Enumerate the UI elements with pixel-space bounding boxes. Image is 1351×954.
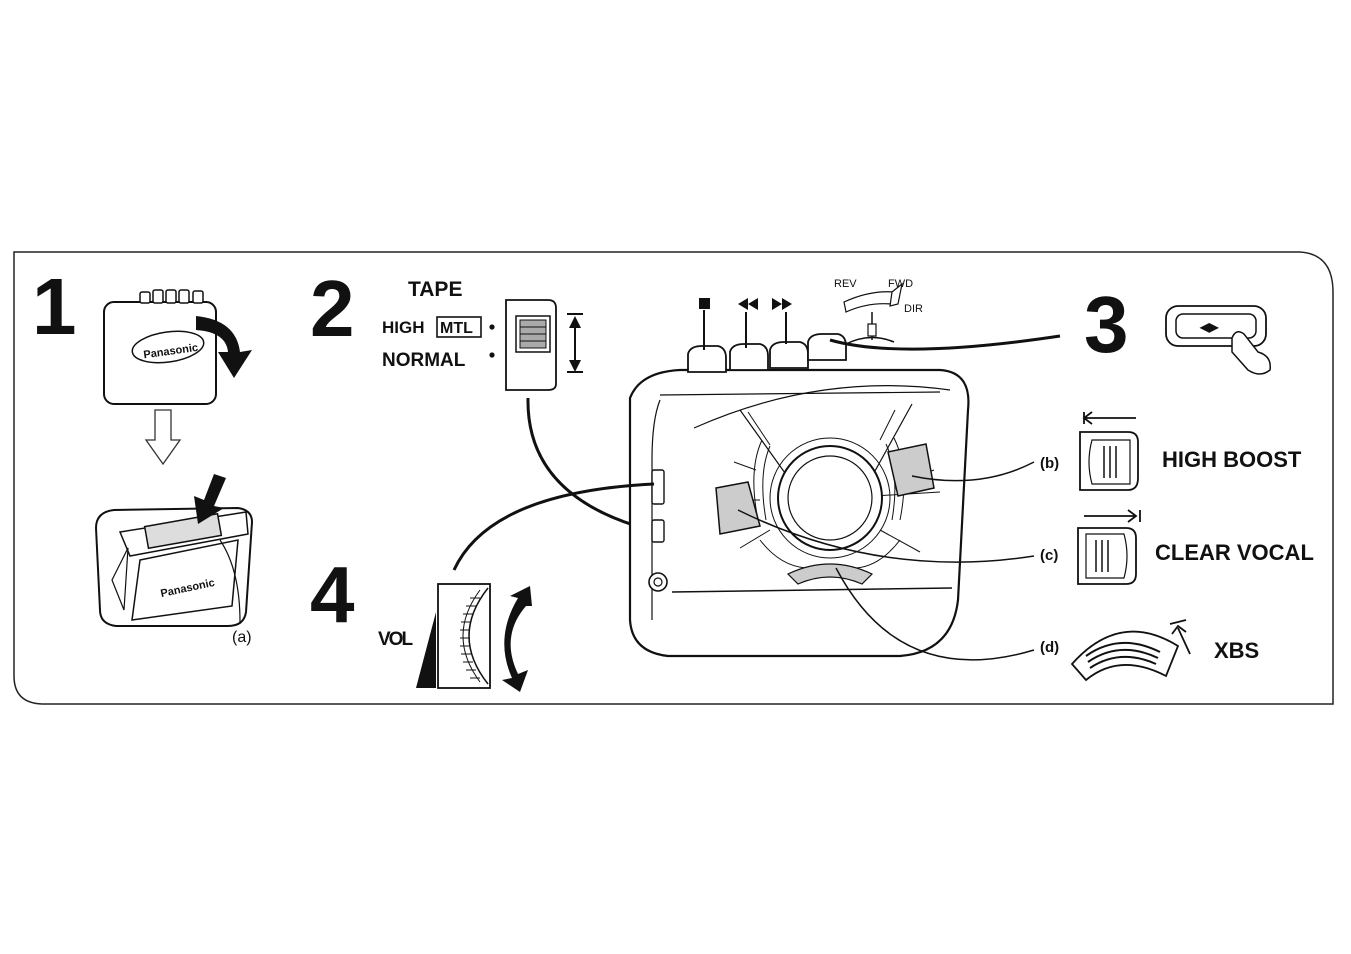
rev-label: REV: [834, 278, 857, 290]
normal-dot: [489, 352, 495, 358]
tape-normal-label: NORMAL: [382, 350, 466, 371]
xbs-leader-line: [835, 567, 1035, 661]
play-button-glyph: ◀▶: [1199, 320, 1219, 334]
play-key-leader-line: [829, 334, 1061, 351]
tape-title: TAPE: [408, 278, 462, 301]
high-boost-switch[interactable]: [1079, 431, 1139, 491]
callout-d: (d): [1040, 639, 1059, 656]
step-1-number: 1: [32, 262, 77, 351]
vol-label: VOL: [378, 629, 413, 650]
stop-icon: [699, 298, 710, 309]
callout-a: (a): [232, 629, 252, 646]
cassette-player-closed-illustration: Panasonic: [103, 289, 217, 405]
volume-leader-line: [452, 482, 655, 571]
rewind-icon: [738, 298, 758, 310]
play-button-illustration[interactable]: ◀▶: [1165, 305, 1267, 347]
high-dot: [489, 324, 495, 330]
rotate-arrow-icon: [502, 586, 532, 692]
direction-switch-icon[interactable]: [843, 291, 895, 313]
fwd-label: FWD: [888, 278, 913, 290]
cassette-player-open-illustration: Panasonic: [94, 506, 254, 627]
clear-vocal-direction-arrow-icon: [1084, 509, 1141, 523]
play-key[interactable]: [807, 333, 847, 361]
panel-frame: [13, 251, 1334, 705]
fast-forward-key[interactable]: [769, 341, 809, 369]
dir-label: DIR: [904, 303, 923, 315]
pressing-finger-icon: [1231, 331, 1271, 375]
tape-high-label: HIGH: [382, 318, 425, 337]
xbs-label: XBS: [1214, 638, 1259, 663]
step-4-number: 4: [310, 550, 355, 639]
high-boost-direction-arrow-icon: [1082, 411, 1136, 425]
slide-up-down-arrow-icon: [567, 313, 583, 373]
callout-c: (c): [1040, 547, 1058, 564]
high-boost-leader-line: [911, 461, 1035, 482]
volume-wedge-icon: [416, 612, 436, 688]
tape-type-switch[interactable]: [505, 299, 557, 391]
mtl-box: [436, 316, 482, 338]
volume-wheel[interactable]: [437, 583, 491, 689]
step-3-number: 3: [1084, 280, 1129, 369]
insert-tape-arrow-icon: [194, 474, 226, 524]
xbs-slider[interactable]: [1070, 630, 1180, 682]
open-lid-arrow-icon: [196, 316, 252, 378]
down-arrow-outline-icon: [144, 409, 182, 466]
clear-vocal-label: CLEAR VOCAL: [1155, 540, 1314, 565]
fast-forward-icon: [772, 298, 792, 310]
tape-switch-leader-line: [526, 397, 659, 534]
clear-vocal-leader-line: [737, 509, 1035, 563]
high-boost-label: HIGH BOOST: [1162, 447, 1302, 472]
mtl-label: MTL: [440, 320, 473, 337]
step-2-number: 2: [310, 264, 355, 353]
rewind-key[interactable]: [729, 343, 769, 371]
stop-key[interactable]: [687, 345, 727, 373]
callout-b: (b): [1040, 455, 1059, 472]
xbs-direction-arrow-icon: [1169, 619, 1191, 655]
cassette-player-front-illustration: [628, 368, 970, 658]
clear-vocal-switch[interactable]: [1077, 527, 1137, 585]
